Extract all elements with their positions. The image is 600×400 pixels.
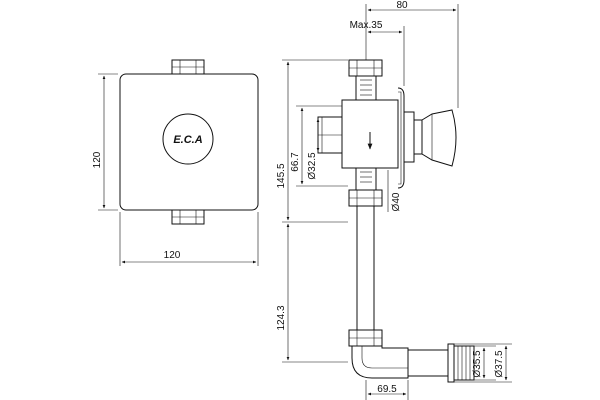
mid-height-label: 66.7	[290, 152, 301, 172]
top-width-label: 80	[396, 0, 408, 11]
outlet-connector	[407, 349, 449, 377]
inner-diameter-label: Ø32.5	[307, 152, 318, 180]
push-button-logo	[162, 113, 214, 165]
lower-pipe-label: 124.3	[276, 305, 287, 330]
front-view: E.C.A 120 120	[92, 59, 259, 266]
outer-diameter-label: Ø40	[391, 192, 402, 211]
logo-text: E.C.A	[173, 134, 202, 146]
outlet-small-diameter-label: Ø35.5	[472, 350, 483, 378]
front-width-label: 120	[164, 250, 181, 261]
push-button-cap	[421, 109, 457, 167]
bottom-width-label: 69.5	[377, 384, 397, 395]
flush-pipe	[356, 205, 375, 331]
outlet-large-diameter-label: Ø37.5	[494, 350, 505, 378]
side-view: 80 Max.35 145.5 66.7 Ø32.5 Ø40 124.3 69.…	[276, 0, 512, 400]
pipe-elbow	[351, 346, 409, 379]
front-height-label: 120	[92, 151, 103, 168]
max-label: Max.35	[350, 20, 383, 31]
outlet-thread	[454, 345, 475, 381]
total-height-label: 145.5	[276, 163, 287, 188]
